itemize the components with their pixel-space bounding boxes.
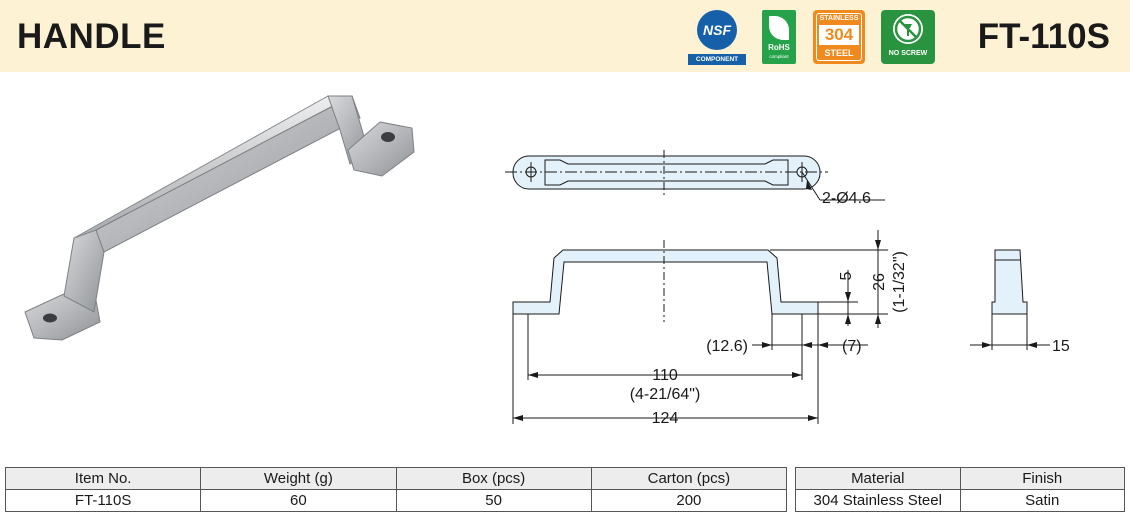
title-banner: HANDLE NSF COMPONENT RoHS compliant STAI… <box>0 0 1130 72</box>
badge-frame <box>816 13 862 61</box>
cell-box: 50 <box>395 489 592 512</box>
front-view-outline <box>512 249 819 315</box>
col-material: Material <box>795 467 961 490</box>
rohs-label: RoHS <box>768 43 790 52</box>
thickness-dimension: 5 <box>838 271 855 280</box>
foot-gap-dimension: (7) <box>842 338 862 355</box>
spec-table: Item No. Weight (g) Box (pcs) Carton (pc… <box>4 467 788 512</box>
table-header-row: Material Finish <box>795 467 1125 490</box>
col-box: Box (pcs) <box>395 467 592 490</box>
col-carton: Carton (pcs) <box>590 467 788 490</box>
leaf-icon <box>769 16 789 40</box>
grade-label: 304 <box>819 25 859 45</box>
nsf-badge: NSF COMPONENT <box>688 10 746 66</box>
cell-finish: Satin <box>959 489 1125 512</box>
technical-drawing: 2-Ø4.6 26 (1-1/32") 5 (12.6) (7) 110 (4-… <box>505 150 1070 427</box>
pitch-inch-dimension: (4-21/64") <box>630 386 701 403</box>
height-dimension: 26 <box>871 273 888 291</box>
model-number: FT-110S <box>977 17 1110 56</box>
height-inch-dimension: (1-1/32") <box>891 251 908 313</box>
width-dimension: 15 <box>1052 338 1070 355</box>
stainless-304-badge: STAINLESS 304 STEEL <box>813 10 865 64</box>
foot-dimension: (12.6) <box>706 338 748 355</box>
length-dimension: 124 <box>652 410 679 427</box>
no-screw-label: NO SCREW <box>888 50 928 57</box>
steel-label: STEEL <box>824 48 854 58</box>
col-finish: Finish <box>959 467 1125 490</box>
page-title: HANDLE <box>17 17 166 56</box>
rohs-badge: RoHS compliant <box>762 10 796 64</box>
no-screw-badge: NO SCREW <box>881 10 935 64</box>
handle-photo <box>24 95 415 341</box>
rohs-sublabel: compliant <box>769 54 789 59</box>
no-screw-icon <box>893 14 923 44</box>
cell-carton: 200 <box>590 489 788 512</box>
cell-material: 304 Stainless Steel <box>795 489 961 512</box>
table-row: 304 Stainless Steel Satin <box>795 489 1125 512</box>
hole-dimension: 2-Ø4.6 <box>822 190 871 207</box>
col-item-no: Item No. <box>4 467 202 490</box>
table-row: FT-110S 60 50 200 <box>4 489 788 512</box>
table-header-row: Item No. Weight (g) Box (pcs) Carton (pc… <box>4 467 788 490</box>
stainless-label: STAINLESS <box>819 15 859 22</box>
pitch-dimension: 110 <box>652 367 678 384</box>
nsf-logo: NSF <box>697 10 737 50</box>
nsf-label: COMPONENT <box>688 54 746 65</box>
material-table: Material Finish 304 Stainless Steel Sati… <box>795 467 1125 512</box>
col-weight: Weight (g) <box>200 467 397 490</box>
cell-weight: 60 <box>200 489 397 512</box>
cell-item-no: FT-110S <box>4 489 202 512</box>
